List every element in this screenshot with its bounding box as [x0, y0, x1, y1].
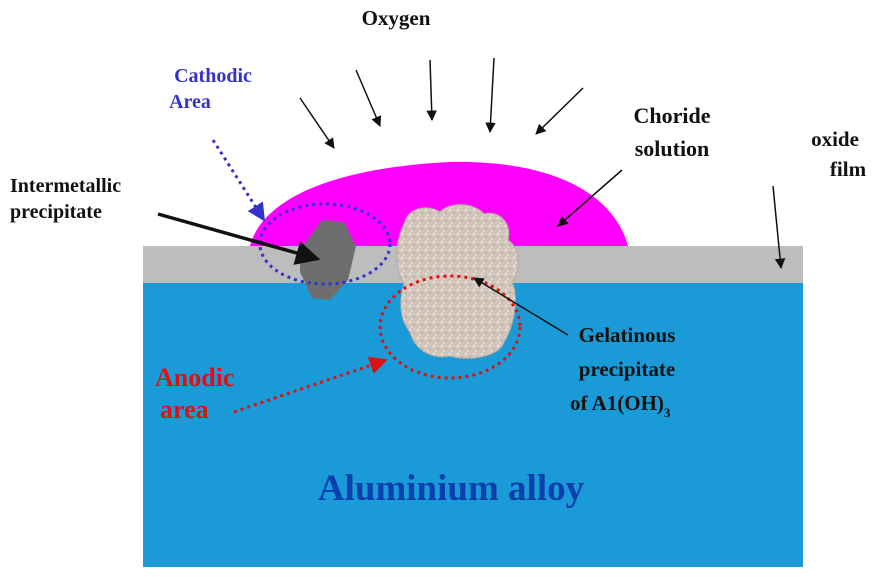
gelatinous-subscript: 3	[664, 405, 671, 420]
intermetallic-arrow	[157, 212, 321, 265]
gelatinous-label-line2: precipitate	[579, 357, 675, 381]
intermetallic-label-line1: Intermetallic	[10, 175, 121, 197]
oxygen-arrow	[535, 87, 584, 135]
cathodic-area-ellipse	[258, 202, 392, 286]
oxygen-arrow	[299, 97, 335, 149]
oxygen-arrow	[426, 59, 437, 122]
chloride-label-line2: solution	[635, 136, 710, 161]
gelatinous-label-line1: Gelatinous	[579, 323, 676, 347]
anodic-label-line2: area	[160, 395, 209, 424]
cathodic-label-line1: Cathodic	[174, 65, 252, 87]
gelatinous-precipitate	[396, 204, 519, 359]
intermetallic-label-line2: precipitate	[10, 201, 102, 223]
oxygen-arrow	[355, 69, 382, 127]
anodic-arrow	[233, 356, 388, 414]
oxide-film-arrow	[772, 185, 786, 270]
oxide-film-label-line2: film	[830, 157, 867, 181]
oxygen-label: Oxygen	[362, 6, 431, 30]
oxygen-arrow	[485, 57, 496, 134]
gelatinous-label-line3: of A1(OH)3	[570, 391, 671, 420]
intermetallic-precipitate	[300, 220, 356, 300]
gelatinous-arrow	[473, 277, 569, 336]
gelatinous-formula: of A1(OH)	[570, 391, 664, 415]
oxide-film-label-line1: oxide	[811, 127, 859, 151]
anodic-area-ellipse	[378, 274, 522, 380]
aluminium-alloy-label: Aluminium alloy	[318, 468, 585, 509]
cathodic-label-line2: Area	[169, 91, 211, 113]
chloride-label-line1: Choride	[634, 103, 711, 128]
anodic-label-line1: Anodic	[155, 363, 234, 392]
chloride-arrow	[557, 169, 623, 227]
cathodic-arrow	[211, 139, 266, 222]
oxygen-arrows	[299, 57, 584, 149]
